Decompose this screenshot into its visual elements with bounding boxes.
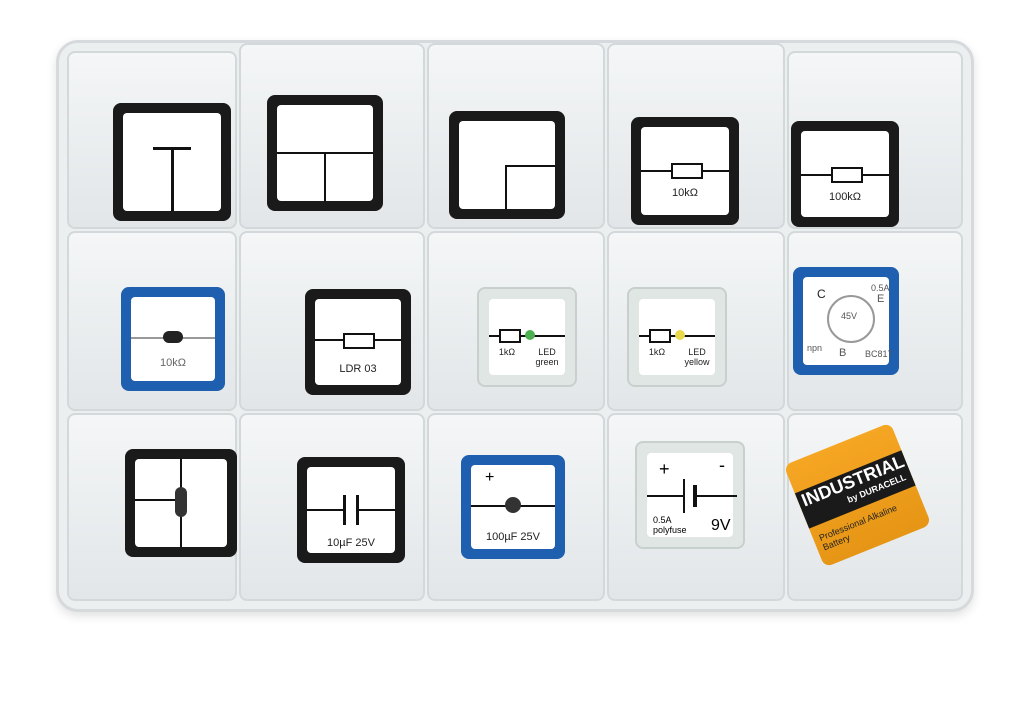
res-label: 1kΩ (648, 347, 666, 357)
compartment: + - 0.5A polyfuse 9V (607, 413, 785, 601)
brick-transistor: C 45V 0.5A E B npn BC817 (793, 267, 899, 375)
fuse-rating: 0.5A (653, 515, 672, 525)
plus-label: + (659, 459, 670, 479)
brick-corner (449, 111, 565, 219)
brick-resistor-100k: 100kΩ (791, 121, 899, 227)
current-label: 0.5A (871, 283, 890, 293)
compartment (67, 51, 237, 229)
compartment: 10kΩ (67, 231, 237, 411)
brick-capacitor-100uf: +100µF 25V (461, 455, 565, 559)
brick-cross-junction (267, 95, 383, 211)
brick-ldr: LDR 03 (305, 289, 411, 395)
capacitor-label: 10µF 25V (327, 537, 375, 549)
compartment (427, 43, 605, 229)
led-label: LED (688, 347, 706, 357)
base-label: B (839, 347, 847, 359)
brick-switch (125, 449, 237, 557)
type-label: npn (807, 343, 823, 353)
compartment: 100kΩ (787, 51, 963, 229)
compartment: 10µF 25V (239, 413, 425, 601)
resistor-label: 100kΩ (828, 191, 862, 203)
part-label: BC817 (865, 349, 893, 359)
minus-label: - (719, 455, 725, 475)
brick-potentiometer: 10kΩ (121, 287, 225, 391)
plus-label: + (485, 469, 495, 486)
resistor-label: 10kΩ (672, 187, 698, 199)
compartment: LDR 03 (239, 231, 425, 411)
brick-t-junction (113, 103, 231, 221)
led-label: LED (538, 347, 556, 357)
capacitor-label: 100µF 25V (485, 531, 541, 543)
pot-label: 10kΩ (160, 357, 186, 369)
fuse-label: polyfuse (653, 525, 687, 535)
brick-capacitor-10uf: 10µF 25V (297, 457, 405, 563)
collector-label: C (817, 287, 826, 301)
led-color: green (535, 357, 559, 367)
voltage-label: 9V (711, 517, 731, 534)
emitter-label: E (877, 293, 885, 305)
ldr-label: LDR 03 (339, 363, 377, 375)
voltage-label: 45V (841, 311, 858, 321)
compartment: C 45V 0.5A E B npn BC817 (787, 231, 963, 411)
brick-resistor-10k: 10kΩ (631, 117, 739, 225)
brick-battery-holder: + - 0.5A polyfuse 9V (635, 441, 745, 549)
compartment (239, 43, 425, 229)
compartment (67, 413, 237, 601)
compartment: 10kΩ (607, 43, 785, 229)
compartment: +100µF 25V (427, 413, 605, 601)
led-color: yellow (684, 357, 710, 367)
res-label: 1kΩ (498, 347, 516, 357)
